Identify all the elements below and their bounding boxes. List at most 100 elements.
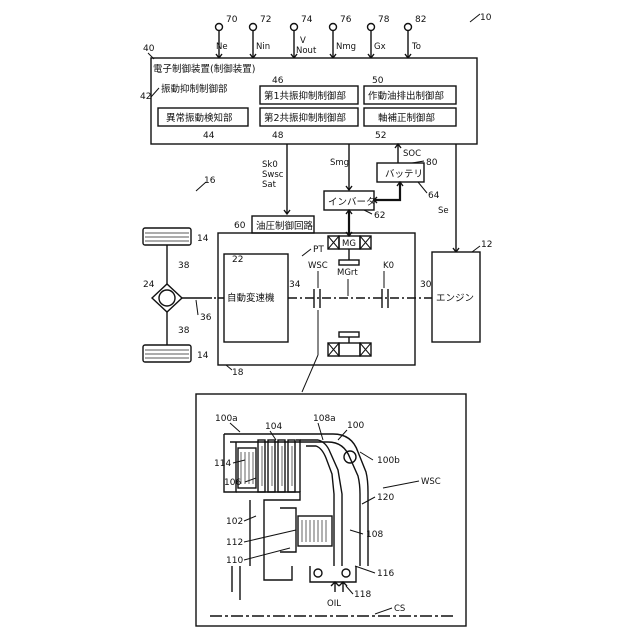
shaft-correction-ref: 52 [375,131,386,141]
first-resonance-label: 第1共振抑制制御部 [264,90,346,102]
svg-text:70: 70 [226,15,238,25]
k0-clutch: K0 [382,261,394,308]
svg-text:Sat: Sat [262,180,277,190]
hydraulic-circuit-label: 油圧制御回路 [256,220,314,232]
svg-text:14: 14 [197,234,209,244]
ref-100a: 100a [215,414,238,424]
svg-text:38: 38 [178,326,190,336]
powertrain-leader [302,249,311,256]
svg-text:Swsc: Swsc [262,170,284,180]
figure-number: 10 [480,13,492,23]
svg-text:76: 76 [340,15,352,25]
detail-wsc-leader [383,481,419,488]
battery-sensor-ref: 80 [426,158,438,168]
sensor-70: 70 Ne [216,15,238,58]
svg-text:Se: Se [438,206,449,216]
ecu-ref: 40 [143,44,155,54]
shaft-30-ref: 30 [420,280,432,290]
wsc-clutch: WSC [308,261,328,308]
engine-ref: 12 [481,240,492,250]
sensor-72: 72 Nin [250,15,272,58]
svg-text:To: To [411,42,421,52]
svg-text:Sk0: Sk0 [262,160,278,170]
svg-text:Smg: Smg [330,158,349,168]
motor-generator: MG [328,236,371,356]
detail-oil-label: OIL [327,599,341,609]
engine-leader [472,246,480,252]
ref-120: 120 [377,493,394,503]
shaft-correction-label: 軸補正制御部 [378,112,435,124]
ref-118: 118 [354,590,371,600]
svg-text:MG: MG [342,239,356,249]
detail-cs-label: CS [394,604,405,614]
signal-soc: SOC [395,144,421,163]
detail-leader-bottom [302,355,318,392]
wheel-bottom: 14 [143,345,209,362]
ecu-title: 電子制御装置(制御装置) [153,63,255,75]
abnormal-detect-ref: 44 [203,131,215,141]
svg-text:V: V [300,36,306,46]
inverter-ref: 62 [374,211,385,221]
inverter-label: インバータ [328,197,376,208]
signal-engine: Se [438,144,459,252]
ref-116: 116 [377,569,394,579]
svg-text:K0: K0 [383,261,394,271]
battery-ref-leader [418,182,427,193]
transmission-ref: 22 [232,255,243,265]
svg-text:74: 74 [301,15,313,25]
second-resonance-ref: 48 [272,131,284,141]
case-ref: 18 [232,368,244,378]
shaft-34-ref: 34 [289,280,301,290]
svg-text:78: 78 [378,15,390,25]
hydraulic-circuit-ref: 60 [234,221,246,231]
first-resonance-ref: 46 [272,76,284,86]
differential: 24 36 [143,280,212,323]
mgrt-label: MGrt [337,268,358,278]
oil-discharge-ref: 50 [372,76,384,86]
svg-text:Nmg: Nmg [336,42,356,52]
svg-text:14: 14 [197,351,209,361]
svg-text:WSC: WSC [308,261,328,271]
battery-label: バッテリ [385,169,423,180]
signal-hydraulic: Sk0 Swsc Sat [262,144,290,214]
svg-text:Ne: Ne [216,42,228,52]
ref-100b: 100b [377,456,400,466]
ref-106: 106 [224,478,241,488]
signal-motor: Smg [330,144,352,190]
sensor-74: 74 V Nout [291,15,317,58]
svg-text:SOC: SOC [403,149,421,159]
detail-cross-section [224,434,368,600]
engine-label: エンジン [436,293,474,304]
sensor-78: 78 Gx [368,15,390,58]
svg-text:38: 38 [178,261,190,271]
vehicle-ref: 16 [204,176,216,186]
svg-text:Gx: Gx [374,42,386,52]
svg-text:Nin: Nin [256,42,270,52]
svg-text:72: 72 [260,15,271,25]
vibration-unit-ref: 42 [140,92,151,102]
svg-text:24: 24 [143,280,155,290]
inverter-motor-link [346,210,352,236]
ref-108a: 108a [313,414,336,424]
svg-text:82: 82 [415,15,426,25]
oil-discharge-label: 作動油排出制御部 [368,90,444,102]
vehicle-leader [196,182,206,191]
ref-114: 114 [214,459,231,469]
ref-100: 100 [347,421,364,431]
svg-text:Nout: Nout [296,46,317,56]
sensor-82: 82 To [405,15,427,58]
ref-110: 110 [226,556,243,566]
battery-ref: 64 [428,191,440,201]
abnormal-detect-label: 異常振動検知部 [166,112,233,124]
transmission-label: 自動変速機 [227,292,275,304]
ref-102: 102 [226,517,243,527]
powertrain-label: PT [313,245,324,255]
second-resonance-label: 第2共振抑制制御部 [264,112,346,124]
wheel-top: 14 [143,228,209,245]
battery-inverter-link [374,182,403,203]
svg-text:36: 36 [200,313,212,323]
ref-112: 112 [226,538,243,548]
vibration-unit-label: 振動抑制制御部 [161,83,228,95]
